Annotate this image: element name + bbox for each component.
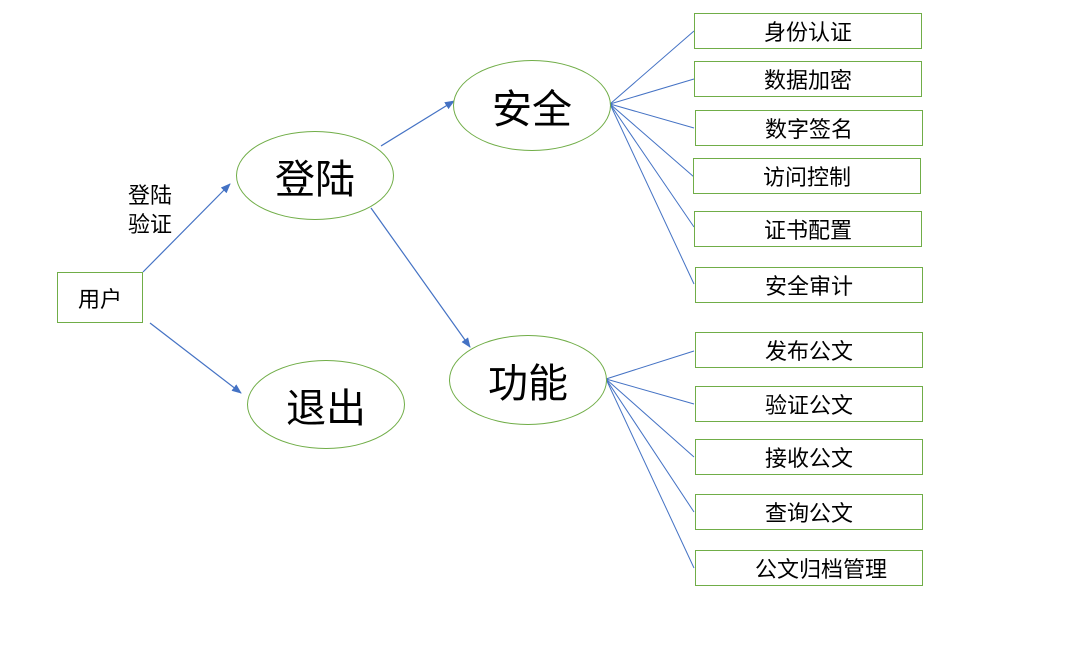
- function-item: 查询公文: [695, 494, 923, 530]
- login-node: 登陆: [236, 131, 394, 220]
- edge-function-item-1: [605, 378, 695, 405]
- security-node: 安全: [453, 60, 611, 151]
- edge-function-item-4: [605, 378, 695, 569]
- function-item: 发布公文: [695, 332, 923, 368]
- security-fan-lines: [609, 30, 695, 285]
- edge-security-item-3: [609, 103, 695, 178]
- user-node-label: 用户: [77, 287, 122, 313]
- function-item: 接收公文: [695, 439, 923, 475]
- logout-node: 退出: [247, 360, 405, 449]
- edge-security-item-4: [609, 103, 695, 228]
- edge-security-item-2: [609, 103, 695, 129]
- edge-function-item-2: [605, 378, 695, 458]
- edge-security-item-1: [609, 78, 695, 105]
- function-item-label: 公文归档管理: [755, 558, 888, 583]
- security-item: 访问控制: [693, 158, 921, 194]
- edge-security-item-5: [609, 103, 695, 285]
- edge-function-item-0: [605, 350, 695, 380]
- security-item: 证书配置: [694, 211, 922, 247]
- login-node-label: 登陆: [275, 156, 355, 203]
- logout-node-label: 退出: [286, 385, 366, 432]
- user-node: 用户: [57, 272, 143, 323]
- security-item: 身份认证: [694, 13, 922, 49]
- security-item-label: 身份认证: [763, 21, 852, 46]
- security-item: 数据加密: [694, 61, 922, 97]
- function-item-label: 验证公文: [764, 394, 853, 419]
- function-item-label: 接收公文: [764, 447, 853, 472]
- function-fan-lines: [605, 350, 695, 569]
- security-item-label: 安全审计: [764, 275, 853, 300]
- edge-function-item-3: [605, 378, 695, 513]
- login-edge-label-line1: 登陆: [127, 184, 172, 209]
- security-node-label: 安全: [492, 86, 572, 133]
- function-item-label: 发布公文: [764, 340, 853, 365]
- security-item-label: 访问控制: [762, 166, 851, 191]
- security-item: 数字签名: [695, 110, 923, 146]
- security-item-label: 数字签名: [764, 118, 853, 143]
- edge-user-logout: [149, 322, 242, 394]
- edge-login-function: [370, 207, 471, 348]
- security-item: 安全审计: [695, 267, 923, 303]
- function-item-label: 查询公文: [764, 502, 853, 527]
- security-item-label: 证书配置: [763, 219, 852, 244]
- security-item-label: 数据加密: [763, 69, 852, 94]
- function-node: 功能: [449, 335, 607, 425]
- edge-user-login: [142, 183, 231, 273]
- login-edge-label-line2: 验证: [127, 213, 172, 238]
- function-item: 公文归档管理: [695, 550, 923, 586]
- login-edge-label: 登陆 验证: [124, 182, 176, 240]
- function-node-label: 功能: [488, 361, 568, 407]
- function-item: 验证公文: [695, 386, 923, 422]
- edge-login-security: [380, 100, 455, 147]
- edge-security-item-0: [609, 30, 695, 105]
